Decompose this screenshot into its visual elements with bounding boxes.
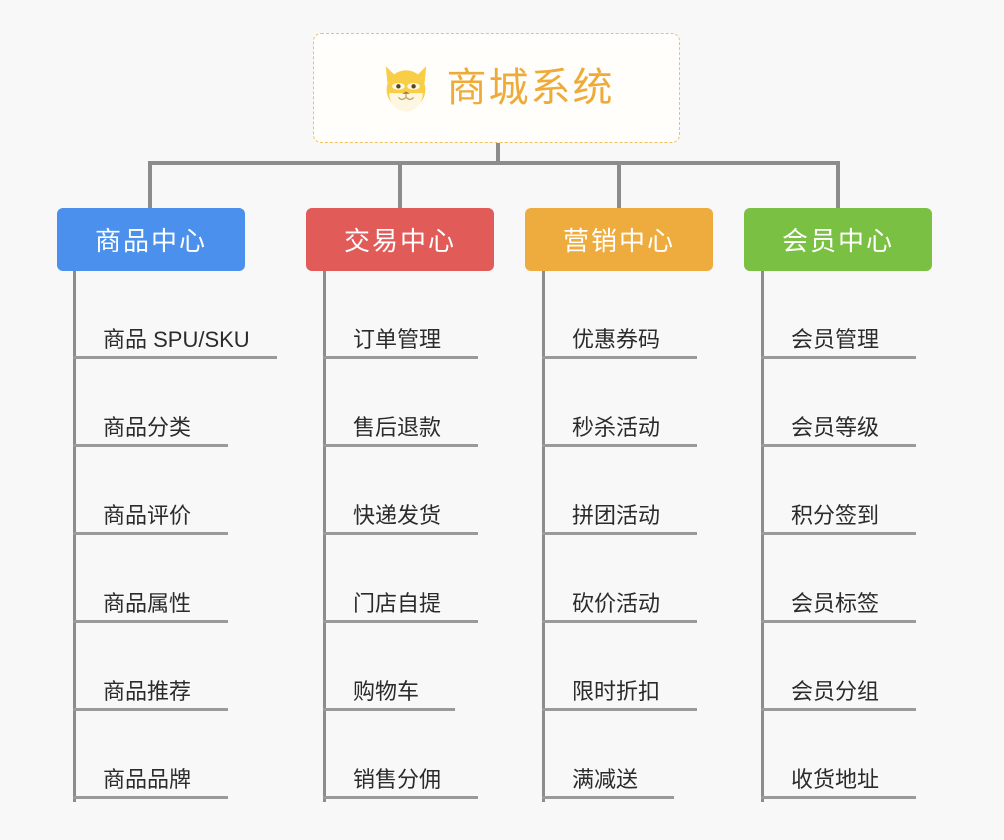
column-header-marketing-center[interactable]: 营销中心 xyxy=(525,208,713,271)
column-title: 商品中心 xyxy=(94,226,207,256)
item-underline xyxy=(323,444,478,447)
column-header-trade-center[interactable]: 交易中心 xyxy=(306,208,494,271)
item-label: 售后退款 xyxy=(353,415,442,440)
column-title: 营销中心 xyxy=(562,226,675,256)
item-label: 满减送 xyxy=(572,767,639,792)
column-header-product-center[interactable]: 商品中心 xyxy=(57,208,245,271)
connector-drop-marketing-center xyxy=(617,161,621,208)
item-label: 砍价活动 xyxy=(572,591,661,616)
item-underline xyxy=(323,532,478,535)
column-title: 会员中心 xyxy=(781,226,894,256)
item-underline xyxy=(73,796,228,799)
column-title: 交易中心 xyxy=(343,226,456,256)
item-label: 会员标签 xyxy=(791,591,880,616)
item-label: 商品评价 xyxy=(103,503,192,528)
item-label: 门店自提 xyxy=(353,591,442,616)
item-underline xyxy=(761,620,916,623)
item-underline xyxy=(73,620,228,623)
item-underline xyxy=(542,444,697,447)
connector-drop-product-center xyxy=(148,161,152,208)
item-label: 收货地址 xyxy=(791,767,880,792)
item-label: 订单管理 xyxy=(353,327,442,352)
root-title: 商城系统 xyxy=(446,66,615,110)
item-label: 拼团活动 xyxy=(572,503,661,528)
item-label: 商品分类 xyxy=(103,415,192,440)
item-underline xyxy=(323,796,478,799)
item-underline xyxy=(761,444,916,447)
item-label: 会员等级 xyxy=(791,415,880,440)
item-underline xyxy=(542,796,674,799)
item-underline xyxy=(73,356,277,359)
item-underline xyxy=(542,356,697,359)
item-underline xyxy=(73,444,228,447)
connector-drop-member-center xyxy=(836,161,840,208)
item-label: 秒杀活动 xyxy=(572,415,661,440)
connector-horizontal-bus xyxy=(148,161,840,165)
item-underline xyxy=(761,532,916,535)
item-underline xyxy=(761,796,916,799)
shiba-dog-face-icon xyxy=(379,61,433,115)
connector-root-stem xyxy=(496,143,500,165)
item-underline xyxy=(323,356,478,359)
spine-product-center xyxy=(73,271,76,802)
spine-member-center xyxy=(761,271,764,802)
item-underline xyxy=(542,532,697,535)
item-underline xyxy=(323,708,455,711)
item-label: 商品属性 xyxy=(103,591,192,616)
item-underline xyxy=(323,620,478,623)
item-label: 会员管理 xyxy=(791,327,880,352)
column-header-member-center[interactable]: 会员中心 xyxy=(744,208,932,271)
item-label: 优惠券码 xyxy=(572,327,661,352)
item-underline xyxy=(761,708,916,711)
spine-trade-center xyxy=(323,271,326,802)
item-label: 积分签到 xyxy=(791,503,880,528)
item-underline xyxy=(542,708,697,711)
spine-marketing-center xyxy=(542,271,545,802)
item-label: 销售分佣 xyxy=(353,767,442,792)
item-label: 快递发货 xyxy=(353,503,442,528)
root-node[interactable]: 商城系统 xyxy=(313,33,680,143)
item-label: 会员分组 xyxy=(791,679,880,704)
item-label: 商品推荐 xyxy=(103,679,192,704)
item-underline xyxy=(73,532,228,535)
item-label: 商品品牌 xyxy=(103,767,192,792)
item-underline xyxy=(73,708,228,711)
item-label: 商品 SPU/SKU xyxy=(103,327,250,352)
connector-drop-trade-center xyxy=(398,161,402,208)
item-underline xyxy=(761,356,916,359)
item-underline xyxy=(542,620,697,623)
item-label: 购物车 xyxy=(353,679,420,704)
item-label: 限时折扣 xyxy=(572,679,661,704)
